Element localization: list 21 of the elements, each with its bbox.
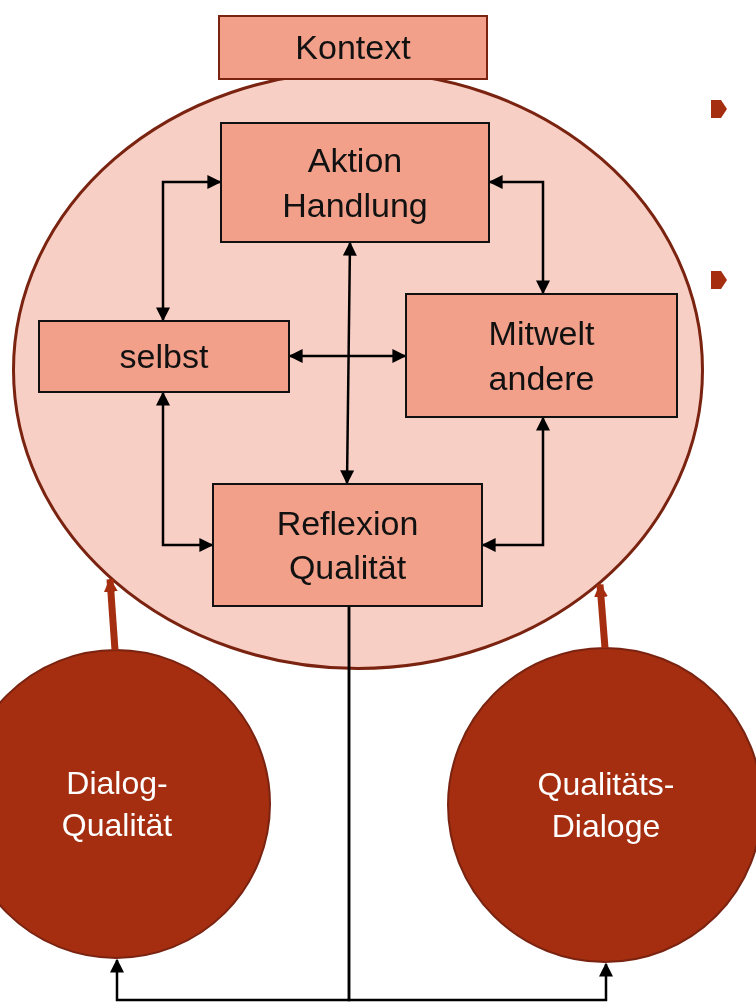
process-box (405, 293, 678, 418)
node-label: Kontext (295, 27, 411, 69)
process-box (220, 122, 490, 243)
double-arrow (488, 175, 550, 295)
arrow (103, 577, 119, 651)
double-arrow (481, 416, 550, 552)
node-label: Qualitäts-Dialoge (536, 765, 676, 846)
node-label: Mitwelt andere (487, 313, 596, 399)
double-arrow (340, 241, 357, 485)
node-label: selbst (119, 336, 209, 378)
arrow (594, 583, 609, 649)
node-label: Aktion Handlung (281, 140, 429, 226)
process-box (212, 483, 483, 607)
node-label: Reflexion Qualität (275, 502, 420, 588)
double-arrow (156, 391, 214, 552)
double-arrow (156, 175, 222, 322)
node-label: Dialog-Qualität (60, 764, 174, 845)
arrow (347, 607, 613, 1002)
double-arrow (288, 349, 407, 363)
process-box (38, 320, 290, 393)
heading-box (218, 15, 488, 80)
